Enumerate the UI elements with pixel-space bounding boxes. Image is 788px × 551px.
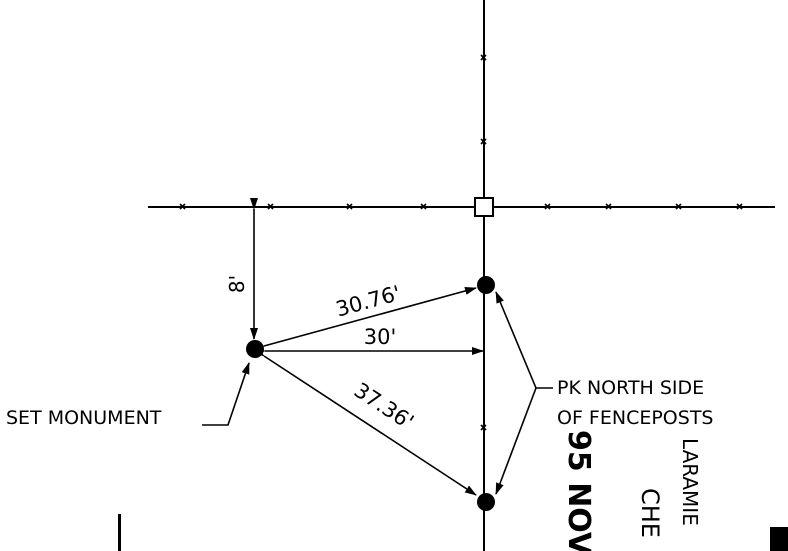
fence-post-marks-horizontal xyxy=(179,203,743,210)
pk-leader-lower xyxy=(495,387,537,495)
pk-label-line-1: PK NORTH SIDE xyxy=(557,377,704,399)
stamp-place-fragment-1: LARAMIE xyxy=(678,438,702,526)
edge-mark-right xyxy=(770,527,788,551)
pk-point-lower xyxy=(477,493,495,511)
pk-leader-upper xyxy=(495,291,537,389)
set-monument-point xyxy=(246,340,264,358)
stamp-place-fragment-2: CHE xyxy=(636,488,664,538)
pk-label-line-2: OF FENCEPOSTS xyxy=(557,407,713,429)
dimension-30-76-line xyxy=(252,287,477,353)
stamp-date-fragment: 95 NOV xyxy=(561,430,596,551)
edge-mark-left xyxy=(118,514,121,551)
corner-post-square xyxy=(474,197,494,217)
set-monument-label: SET MONUMENT xyxy=(6,407,162,429)
fence-post-marks-vertical xyxy=(480,54,487,431)
dimension-30-label: 30' xyxy=(364,325,397,349)
dimension-37-36-label: 37.36' xyxy=(350,378,418,434)
dimension-8-label: 8' xyxy=(225,275,249,293)
dimension-30-76-label: 30.76' xyxy=(333,281,403,322)
set-monument-leader xyxy=(202,362,250,426)
dimension-37-36-line xyxy=(252,346,477,496)
pk-point-upper xyxy=(477,276,495,294)
